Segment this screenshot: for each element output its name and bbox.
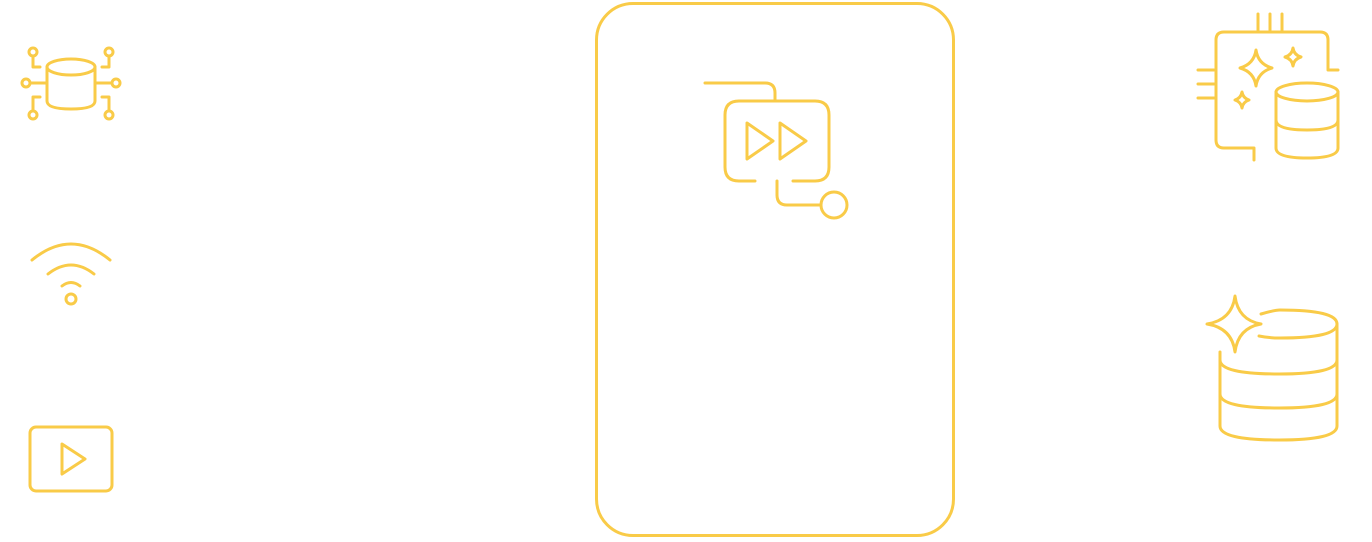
video-play-icon [28,425,114,493]
sparkle-database-icon [1203,292,1343,444]
fast-forward-workflow-icon [703,81,853,226]
wifi-icon [30,238,112,308]
ai-chip-database-icon [1196,12,1346,162]
database-network-icon [20,45,122,125]
center-panel [595,2,955,537]
